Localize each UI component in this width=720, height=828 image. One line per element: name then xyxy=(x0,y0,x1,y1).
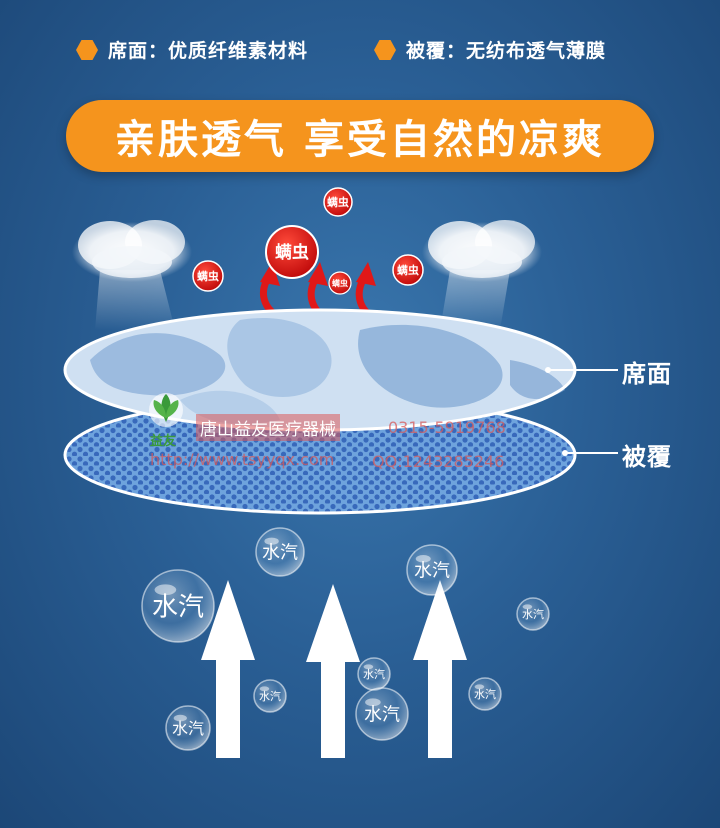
mite-bubble: 螨虫 xyxy=(192,260,224,292)
watermark-phone: 0315-5919768 xyxy=(388,418,506,437)
steam-cloud-right xyxy=(422,220,542,330)
vapor-bubble: 水汽 xyxy=(406,544,458,596)
watermark-company: 唐山益友医疗器械 xyxy=(196,414,340,441)
legend: 席面：优质纤维素材料 被覆：无纺布透气薄膜 xyxy=(0,36,720,62)
legend-text-cover: 被覆：无纺布透气薄膜 xyxy=(406,40,607,62)
legend-item-seat: 席面：优质纤维素材料 xyxy=(76,36,308,63)
watermark-url: http://www.tsyyqx.com xyxy=(150,450,335,469)
vapor-bubble: 水汽 xyxy=(516,597,550,631)
vapor-bubble: 水汽 xyxy=(255,527,305,577)
vapor-label: 水汽 xyxy=(262,542,298,563)
vapor-label: 水汽 xyxy=(414,560,450,581)
vapor-label: 水汽 xyxy=(259,689,281,703)
vapor-bubble: 水汽 xyxy=(141,569,215,643)
airflow-arrows xyxy=(201,580,467,758)
arrowhead-icon xyxy=(308,262,328,286)
vapor-label: 水汽 xyxy=(172,719,204,738)
watermark-logo-text: 益友 xyxy=(150,434,177,449)
vapor-bubble: 水汽 xyxy=(355,687,409,741)
mite-label: 螨虫 xyxy=(197,269,219,283)
mite-label: 螨虫 xyxy=(332,278,348,288)
vapor-label: 水汽 xyxy=(474,687,496,701)
seat-layer xyxy=(63,308,577,432)
mite-bubble: 螨虫 xyxy=(392,254,424,286)
hexagon-icon xyxy=(374,39,396,60)
vapor-bubble: 水汽 xyxy=(468,677,502,711)
legend-item-cover: 被覆：无纺布透气薄膜 xyxy=(374,36,606,63)
steam-cloud-left xyxy=(72,220,192,330)
up-arrow-icon xyxy=(306,584,360,758)
vapor-bubble: 水汽 xyxy=(165,705,211,751)
up-arrow-icon xyxy=(201,580,255,758)
vapor-label: 水汽 xyxy=(363,667,385,681)
mite-bubble: 螨虫 xyxy=(328,271,352,295)
cover-layer-label: 被覆 xyxy=(622,443,672,471)
vapor-label: 水汽 xyxy=(364,704,400,725)
headline-banner: 亲肤透气 享受自然的凉爽 xyxy=(66,100,654,172)
vapor-bubbles: 水汽水汽水汽水汽水汽水汽水汽水汽水汽 xyxy=(141,527,550,751)
vapor-label: 水汽 xyxy=(152,592,204,622)
up-arrow-icon xyxy=(413,580,467,758)
hexagon-icon xyxy=(76,39,98,60)
logo-leaf-icon xyxy=(149,393,183,427)
mite-label: 螨虫 xyxy=(327,195,349,209)
mite-bubble: 螨虫 xyxy=(323,187,353,217)
mite-bubble: 螨虫 xyxy=(265,225,319,279)
vapor-bubble: 水汽 xyxy=(253,679,287,713)
mite-label: 螨虫 xyxy=(397,263,419,277)
cover-layer xyxy=(63,395,577,515)
arrowhead-icon xyxy=(260,262,280,286)
watermark-qq: QQ:1243285246 xyxy=(372,452,505,471)
mite-label: 螨虫 xyxy=(275,242,309,263)
legend-text-seat: 席面：优质纤维素材料 xyxy=(108,40,309,62)
vapor-bubble: 水汽 xyxy=(357,657,391,691)
seat-layer-label: 席面 xyxy=(622,360,672,388)
arrowhead-icon xyxy=(356,262,376,286)
vapor-label: 水汽 xyxy=(522,607,544,621)
